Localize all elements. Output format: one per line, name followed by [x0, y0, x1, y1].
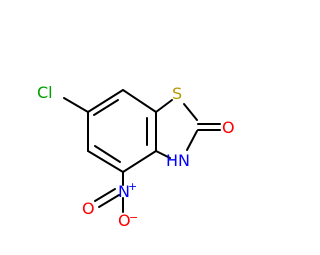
- bond-c5-c4-inner: [94, 145, 121, 163]
- bond-s-c2: [183, 103, 198, 121]
- bond-n-o-double-1: [98, 194, 120, 208]
- atom-label-nitro-minus: −: [129, 211, 138, 224]
- thiazolone-ring: [155, 99, 221, 159]
- bond-c7a-c7: [122, 89, 157, 113]
- nitro-group-bonds: [94, 171, 124, 213]
- bond-n-c2: [186, 130, 198, 151]
- bond-c3a-n: [155, 150, 171, 159]
- bond-c4-c3a: [122, 150, 157, 173]
- bond-c5-c4: [87, 150, 124, 173]
- structure-svg: Cl S O H N N + O O −: [37, 83, 235, 230]
- bond-n-o-double-2: [94, 188, 116, 202]
- molecule-diagram: Cl S O H N N + O O −: [37, 83, 235, 230]
- atom-label-carbonyl-oxygen: O: [222, 118, 235, 137]
- atom-label-nitro-plus: +: [128, 180, 137, 193]
- atom-label-sulfur: S: [172, 84, 182, 103]
- atom-label-nitro-oxygen-left: O: [82, 199, 95, 218]
- bond-c7-c6: [87, 89, 124, 113]
- bond-c6-c6-inner: [93, 99, 119, 116]
- atom-label-nh-h: H: [166, 151, 178, 170]
- atom-label-chlorine: Cl: [37, 83, 53, 102]
- bond-c7a-s: [155, 99, 173, 113]
- atom-label-nitro-oxygen-bottom: O: [118, 211, 131, 230]
- benzene-ring: [87, 89, 157, 173]
- bond-c6-cl: [63, 97, 89, 113]
- atom-label-nh-n: N: [178, 151, 190, 170]
- atom-label-nitro-nitrogen: N: [118, 182, 130, 201]
